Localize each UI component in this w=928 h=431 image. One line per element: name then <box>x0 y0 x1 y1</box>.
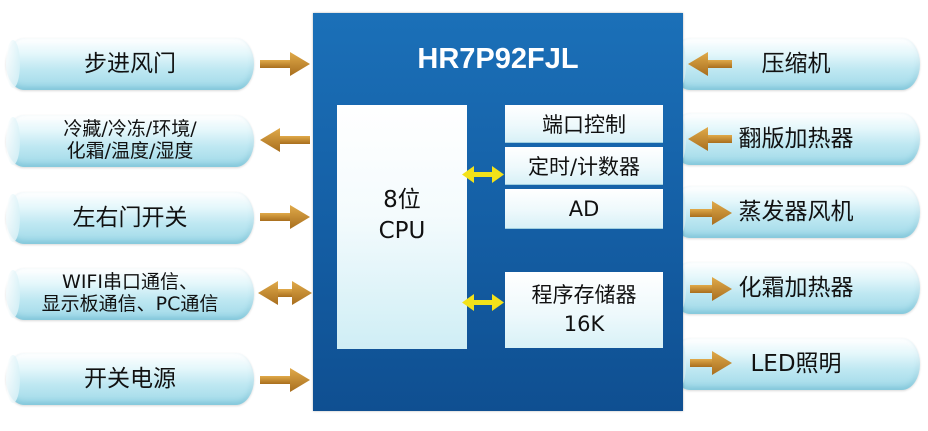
arrow-left-icon <box>260 128 310 152</box>
memory-label-line1: 程序存储器 <box>531 282 637 307</box>
block-label: 端口控制 <box>542 112 626 137</box>
module-label: 化霜/温度/湿度 <box>66 140 194 162</box>
arrow-right-icon <box>690 351 732 375</box>
arrow-left-icon <box>688 127 732 151</box>
arrow-right-icon <box>260 52 310 76</box>
arrow-bidirectional-icon <box>462 294 504 311</box>
timer-counter-block: 定时/计数器 <box>505 147 663 185</box>
module-label: 压缩机 <box>761 50 831 77</box>
arrow-right-icon <box>260 205 310 229</box>
arrow-bidirectional-icon <box>462 166 504 183</box>
module-label: 化霜加热器 <box>738 274 854 301</box>
module-label: 左右门开关 <box>72 204 188 231</box>
module-label: LED照明 <box>750 350 842 377</box>
block-label: 定时/计数器 <box>527 154 641 179</box>
block-label: AD <box>568 196 600 221</box>
program-memory-block: 程序存储器 16K <box>505 272 663 348</box>
mcu-chip: HR7P92FJL 8位 CPU 端口控制 定时/计数器 AD 程序存储器 16… <box>313 13 683 411</box>
port-control-block: 端口控制 <box>505 105 663 143</box>
module-label: 冷藏/冷冻/环境/ <box>63 118 197 141</box>
module-label: 翻版加热器 <box>738 125 854 152</box>
module-sensors: 冷藏/冷冻/环境/ 化霜/温度/湿度 <box>6 115 254 167</box>
arrow-left-icon <box>688 52 732 76</box>
chip-title: HR7P92FJL <box>417 43 579 75</box>
module-label: 步进风门 <box>84 50 176 77</box>
module-stepper-damper: 步进风门 <box>6 38 254 90</box>
memory-label-line2: 16K <box>563 312 605 336</box>
module-power-supply: 开关电源 <box>6 353 254 405</box>
cpu-label-line2: CPU <box>378 218 426 245</box>
ad-block: AD <box>505 189 663 229</box>
arrow-right-icon <box>690 201 732 225</box>
arrow-right-icon <box>690 277 732 301</box>
arrow-bidirectional-icon <box>258 281 312 305</box>
module-label: 蒸发器风机 <box>738 198 854 225</box>
module-communication: WIFI串口通信、 显示板通信、PC通信 <box>6 268 254 320</box>
cpu-block: 8位 CPU <box>337 105 467 349</box>
module-label: 开关电源 <box>84 365 176 392</box>
module-door-switch: 左右门开关 <box>6 192 254 244</box>
cpu-label-line1: 8位 <box>383 187 421 213</box>
module-defrost-heater: 化霜加热器 <box>672 262 920 314</box>
module-label: WIFI串口通信、 <box>62 271 198 294</box>
module-label: 显示板通信、PC通信 <box>41 293 219 315</box>
arrow-right-icon <box>260 368 310 392</box>
